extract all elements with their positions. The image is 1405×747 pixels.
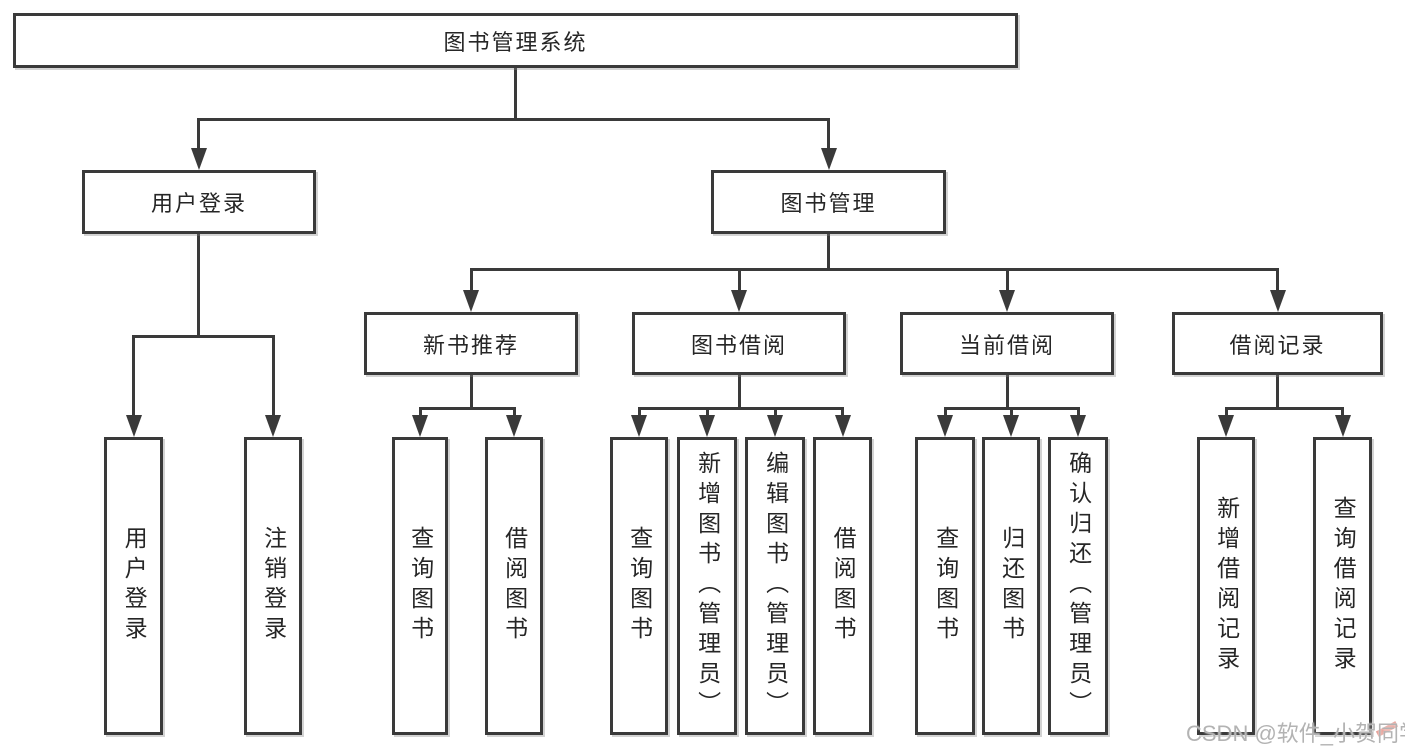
node-label: 用户登录 — [150, 191, 247, 216]
leaf-label: 借阅图书 — [830, 526, 857, 646]
connector-line — [514, 68, 517, 121]
arrowhead-down-icon — [631, 415, 647, 437]
node-book-management-system: 图书管理系统 — [13, 13, 1018, 68]
leaf-logout: 注销登录 — [244, 437, 302, 735]
connector-line — [512, 407, 516, 419]
leaf-edit-books-admin: 编辑图书（管理员） — [745, 437, 805, 735]
node-label: 新书推荐 — [422, 332, 519, 358]
node-label: 当前借阅 — [958, 332, 1055, 358]
connector-line — [197, 118, 200, 152]
arrowhead-down-icon — [731, 290, 747, 312]
connector-line — [197, 234, 200, 338]
connector-line — [271, 335, 275, 419]
leaf-label: 新增图书（管理员） — [694, 451, 721, 721]
node-label: 图书借阅 — [690, 332, 787, 358]
arrowhead-down-icon — [1218, 415, 1234, 437]
connector-line — [943, 407, 947, 419]
leaf-label: 归还图书 — [998, 526, 1025, 646]
connector-line — [637, 407, 844, 410]
connector-line — [737, 375, 741, 410]
csdn-watermark: CSDN @软件_小贺同学 — [1186, 716, 1405, 747]
connector-line — [418, 407, 516, 410]
leaf-label: 新增借阅记录 — [1213, 496, 1240, 676]
arrowhead-down-icon — [1003, 415, 1019, 437]
arrowhead-down-icon — [999, 290, 1015, 312]
arrowhead-down-icon — [937, 415, 953, 437]
leaf-label: 查询图书 — [407, 526, 434, 646]
connector-line — [469, 268, 473, 294]
connector-line — [1005, 375, 1009, 410]
connector-line — [469, 375, 473, 410]
leaf-query-books-current: 查询图书 — [915, 437, 975, 735]
connector-line — [637, 407, 641, 419]
connector-line — [1076, 407, 1080, 419]
leaf-add-borrow-record: 新增借阅记录 — [1197, 437, 1255, 735]
node-new-book-recommend: 新书推荐 — [364, 312, 578, 375]
leaf-borrow-books-recommend: 借阅图书 — [485, 437, 543, 735]
node-label: 图书管理系统 — [443, 29, 588, 55]
arrowhead-down-icon — [412, 415, 428, 437]
connector-line — [841, 407, 844, 419]
leaf-label: 查询借阅记录 — [1330, 496, 1357, 676]
connector-line — [418, 407, 422, 419]
arrowhead-down-icon — [125, 415, 142, 437]
connector-line — [737, 268, 741, 294]
connector-line — [1009, 407, 1013, 419]
connector-line — [705, 407, 709, 419]
arrowhead-down-icon — [1070, 415, 1086, 437]
connector-line — [1341, 407, 1344, 419]
arrowhead-down-icon — [834, 415, 851, 437]
leaf-label: 查询图书 — [626, 526, 653, 646]
arrowhead-down-icon — [463, 290, 479, 312]
connector-line — [1005, 268, 1009, 294]
connector-line — [773, 407, 777, 419]
leaf-label: 查询图书 — [932, 526, 959, 646]
arrowhead-down-icon — [265, 415, 281, 437]
leaf-query-borrow-record: 查询借阅记录 — [1313, 437, 1372, 735]
leaf-borrow-books: 借阅图书 — [813, 437, 872, 735]
leaf-add-books-admin: 新增图书（管理员） — [677, 437, 737, 735]
leaf-query-books-borrow: 查询图书 — [610, 437, 668, 735]
node-current-borrowing: 当前借阅 — [900, 312, 1114, 375]
leaf-label: 确认归还（管理员） — [1065, 451, 1092, 721]
leaf-label: 借阅图书 — [501, 526, 528, 646]
connector-line — [1224, 407, 1228, 419]
leaf-label: 注销登录 — [260, 526, 287, 646]
arrowhead-down-icon — [767, 415, 783, 437]
leaf-confirm-return-admin: 确认归还（管理员） — [1048, 437, 1108, 735]
connector-line — [827, 118, 830, 152]
arrowhead-down-icon — [506, 415, 522, 437]
connector-line — [1224, 407, 1344, 410]
connector-line — [132, 335, 135, 419]
node-book-management: 图书管理 — [711, 170, 946, 234]
node-user-login: 用户登录 — [82, 170, 316, 234]
leaf-user-login: 用户登录 — [104, 437, 163, 735]
connector-line — [827, 234, 830, 271]
leaf-return-books: 归还图书 — [982, 437, 1040, 735]
arrowhead-down-icon — [820, 148, 837, 170]
connector-line — [1276, 375, 1279, 410]
leaf-label: 用户登录 — [121, 526, 148, 646]
watermark-text: CSDN @软件_小贺同学 — [1186, 721, 1405, 746]
leaf-label: 编辑图书（管理员） — [762, 451, 789, 721]
connector-line — [132, 335, 275, 338]
connector-line — [1276, 268, 1279, 294]
arrowhead-down-icon — [1334, 415, 1351, 437]
node-label: 图书管理 — [780, 191, 877, 216]
arrowhead-down-icon — [190, 148, 207, 170]
leaf-query-books-recommend: 查询图书 — [392, 437, 448, 735]
connector-line — [197, 118, 830, 121]
node-book-borrowing: 图书借阅 — [632, 312, 846, 375]
node-label: 借阅记录 — [1229, 332, 1326, 358]
arrowhead-down-icon — [699, 415, 715, 437]
connector-line — [469, 268, 1279, 271]
arrowhead-down-icon — [1269, 290, 1286, 312]
node-borrowing-records: 借阅记录 — [1172, 312, 1383, 375]
